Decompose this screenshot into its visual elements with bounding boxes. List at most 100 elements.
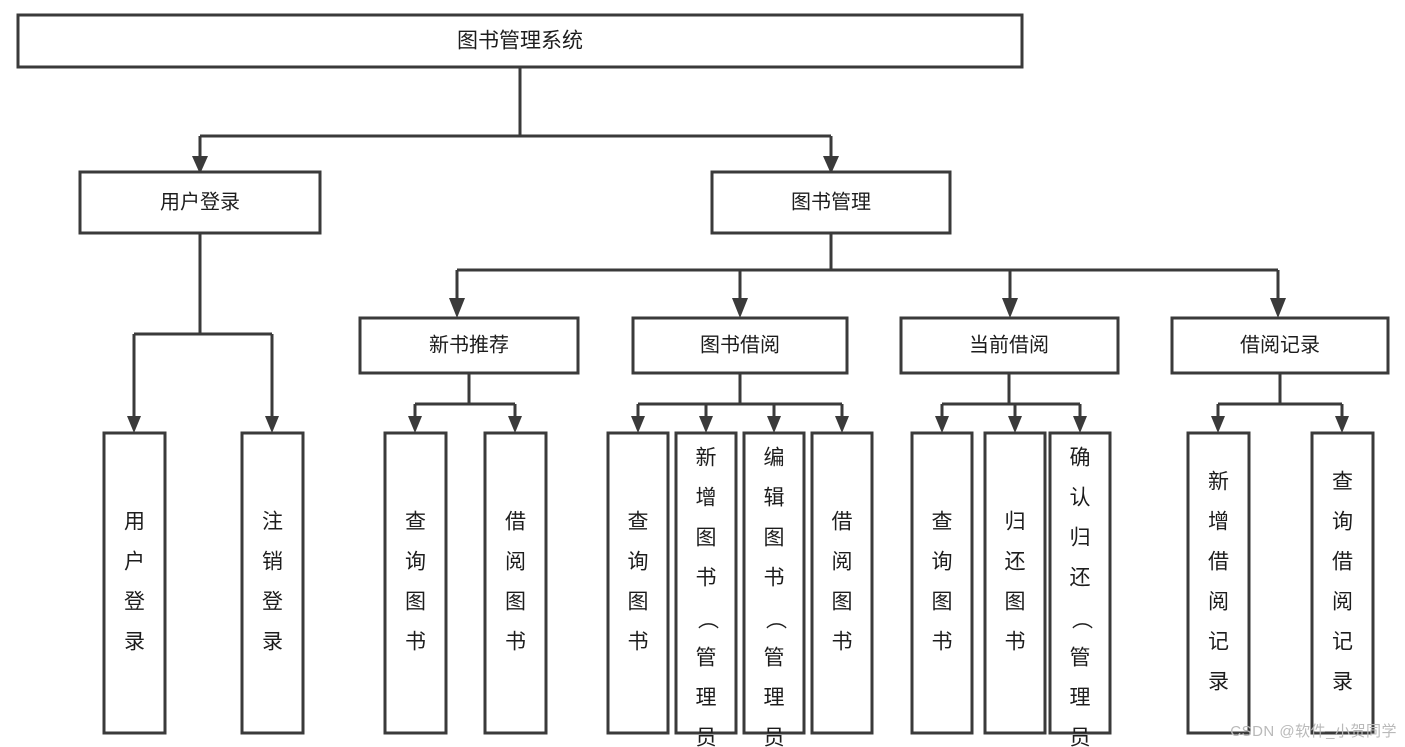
label-char: 登 <box>124 591 145 614</box>
label-char: 图 <box>505 591 526 614</box>
node-leaf-borrow-book-box[interactable] <box>810 431 874 735</box>
label-char: 记 <box>1208 631 1229 654</box>
node-leaf-query-book-current-box[interactable] <box>910 431 974 735</box>
node-leaf-borrow-book-rec-box[interactable] <box>483 431 548 735</box>
node-book-manage-box[interactable] <box>710 170 952 235</box>
node-leaf-user-login-box[interactable] <box>102 431 167 735</box>
node-user-login-box[interactable] <box>78 170 322 235</box>
label-char: 图 <box>1005 591 1026 614</box>
node-new-book-recommend-label: 新书推荐 <box>429 333 509 356</box>
watermark: CSDN @软件_小贺同学 <box>1230 723 1397 740</box>
node-leaf-user-login[interactable]: 用户登录 <box>102 431 167 735</box>
node-book-borrow-box[interactable] <box>631 316 849 375</box>
node-root[interactable]: 图书管理系统 <box>16 13 1024 69</box>
node-borrow-record-box[interactable] <box>1170 316 1390 375</box>
node-leaf-confirm-return-admin-box[interactable] <box>1048 431 1112 735</box>
node-new-book-recommend-box[interactable] <box>358 316 580 375</box>
label-char: 书 <box>628 631 649 654</box>
label-char: 书 <box>1005 631 1026 654</box>
node-leaf-add-borrow-record-box[interactable] <box>1186 431 1251 735</box>
label-char: 员 <box>764 727 785 747</box>
node-leaf-logout-login-box[interactable] <box>240 431 305 735</box>
label-char: 询 <box>628 551 649 574</box>
label-char: 借 <box>832 511 853 534</box>
label-char: 阅 <box>1208 591 1229 614</box>
leaf-node-layer: 用户登录注销登录查询图书借阅图书查询图书新增图书（管理员）编辑图书（管理员）借阅… <box>102 431 1375 747</box>
label-char: 查 <box>1332 471 1353 494</box>
label-char: 图 <box>628 591 649 614</box>
arrow-head-leaf-edit-book-admin <box>767 416 781 433</box>
label-char: 记 <box>1332 631 1353 654</box>
label-char: 管 <box>696 647 717 670</box>
node-leaf-query-book-rec-box[interactable] <box>383 431 448 735</box>
node-book-manage-label: 图书管理 <box>791 190 871 213</box>
label-char: 书 <box>764 567 785 590</box>
node-leaf-query-borrow-record-box[interactable] <box>1310 431 1375 735</box>
arrow-head-leaf-user-login <box>127 416 141 433</box>
arrow-head-new-book-recommend <box>449 298 465 318</box>
label-char: 管 <box>764 647 785 670</box>
label-char: 还 <box>1005 551 1026 574</box>
node-book-borrow[interactable]: 图书借阅 <box>631 316 849 375</box>
label-char: 理 <box>764 687 785 710</box>
node-user-login[interactable]: 用户登录 <box>78 170 322 235</box>
arrow-head-leaf-confirm-return-admin <box>1073 416 1087 433</box>
node-current-borrow-label: 当前借阅 <box>969 333 1049 356</box>
label-char: 阅 <box>832 551 853 574</box>
arrow-head-leaf-add-borrow-record <box>1211 416 1225 433</box>
arrow-head-leaf-query-book-current <box>935 416 949 433</box>
node-leaf-edit-book-admin-box[interactable] <box>742 431 806 735</box>
label-char: 录 <box>124 631 145 654</box>
arrow-head-book-borrow <box>732 298 748 318</box>
node-book-manage[interactable]: 图书管理 <box>710 170 952 235</box>
arrow-head-user-login <box>192 156 208 174</box>
label-char: 新 <box>1208 471 1229 494</box>
label-char: 还 <box>1070 567 1091 590</box>
arrow-head-current-borrow <box>1002 298 1018 318</box>
label-char: 书 <box>405 631 426 654</box>
label-char: 增 <box>696 487 717 510</box>
node-root-box[interactable] <box>16 13 1024 69</box>
node-leaf-query-book-borrow-box[interactable] <box>606 431 670 735</box>
node-borrow-record[interactable]: 借阅记录 <box>1170 316 1390 375</box>
label-char: 理 <box>696 687 717 710</box>
node-leaf-add-book-admin-box[interactable] <box>674 431 738 735</box>
label-char: 确 <box>1070 447 1091 470</box>
node-leaf-return-book-box[interactable] <box>983 431 1047 735</box>
arrow-head-leaf-query-borrow-record <box>1335 416 1349 433</box>
arrow-head-book-manage <box>823 156 839 174</box>
arrow-head-leaf-query-book-rec <box>408 416 422 433</box>
node-current-borrow[interactable]: 当前借阅 <box>899 316 1120 375</box>
node-new-book-recommend[interactable]: 新书推荐 <box>358 316 580 375</box>
node-current-borrow-box[interactable] <box>899 316 1120 375</box>
label-char: 阅 <box>505 551 526 574</box>
label-char: 销 <box>262 551 283 574</box>
label-char: 借 <box>1332 551 1353 574</box>
label-char: 询 <box>932 551 953 574</box>
label-char: （ <box>695 609 718 630</box>
label-char: 归 <box>1070 527 1091 550</box>
node-borrow-record-label: 借阅记录 <box>1240 333 1320 356</box>
